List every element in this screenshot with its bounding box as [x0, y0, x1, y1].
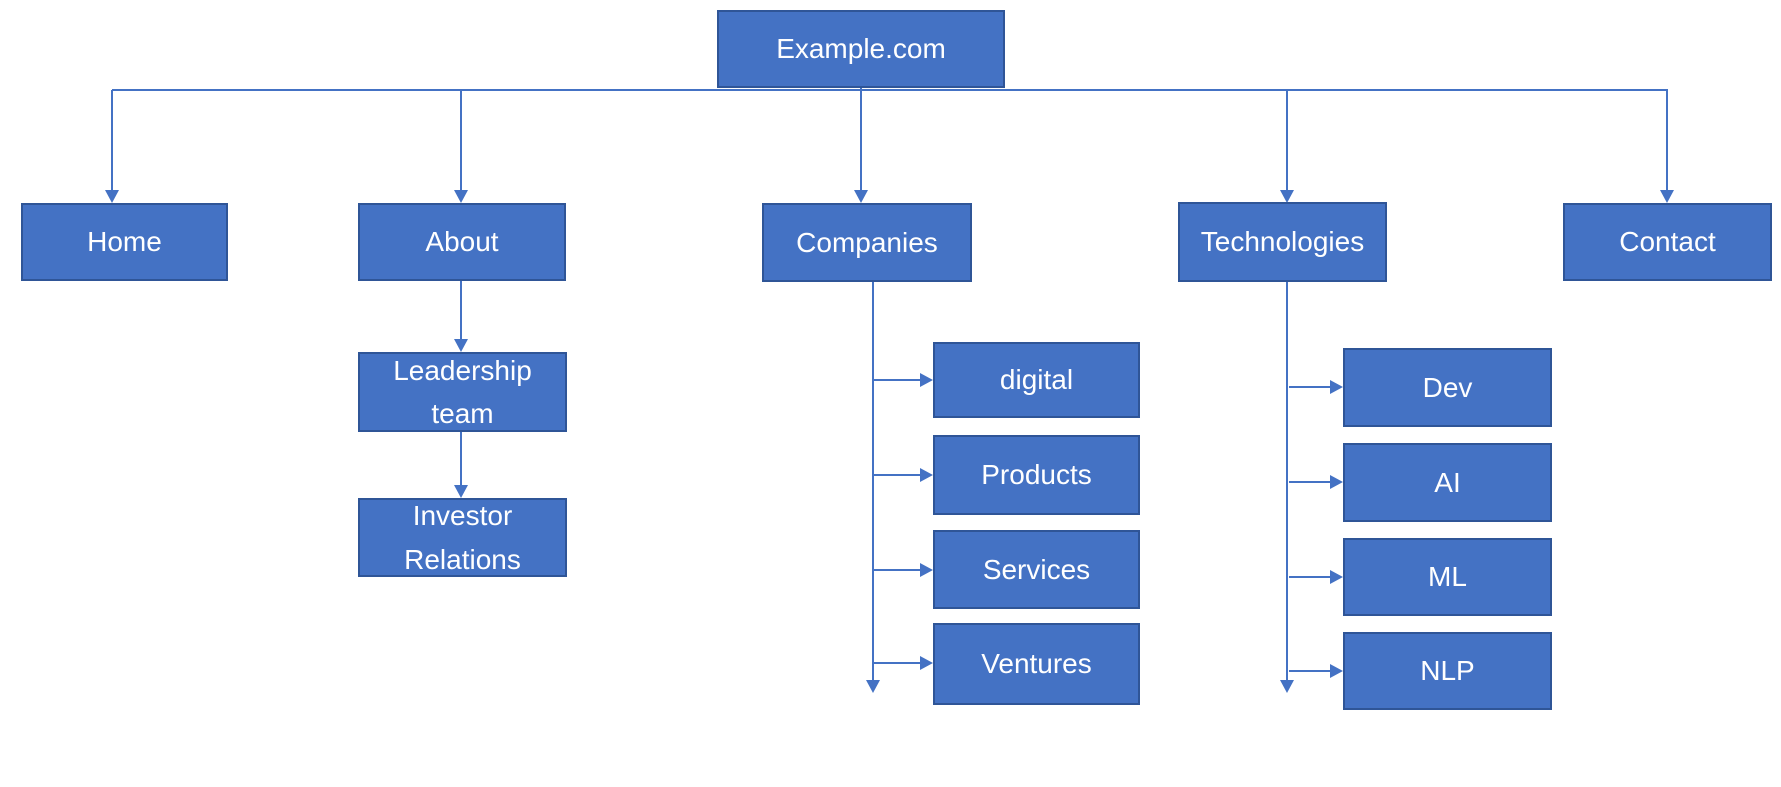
node-dev[interactable]: Dev: [1343, 348, 1552, 427]
node-label: Services: [982, 553, 1091, 585]
arrow-right-icon: [920, 373, 933, 387]
arrow-right-icon: [1330, 475, 1343, 489]
connector-companies-trunk: [872, 282, 874, 680]
node-label: Ventures: [981, 648, 1092, 680]
arrow-down-icon: [866, 680, 880, 693]
node-products[interactable]: Products: [933, 435, 1140, 515]
node-leadership-team[interactable]: Leadership team: [358, 352, 567, 432]
node-label: Dev: [1422, 371, 1473, 403]
connector-branch-ml: [1289, 576, 1330, 578]
node-label: Contact: [1619, 226, 1716, 258]
node-technologies[interactable]: Technologies: [1178, 202, 1387, 282]
node-label: NLP: [1420, 655, 1475, 687]
node-nlp[interactable]: NLP: [1343, 632, 1552, 710]
arrow-right-icon: [1330, 664, 1343, 678]
connector-branch-products: [874, 474, 920, 476]
connector-branch-ventures: [874, 662, 920, 664]
arrow-right-icon: [1330, 380, 1343, 394]
arrow-right-icon: [920, 656, 933, 670]
connector-drop-about: [460, 90, 462, 190]
arrow-down-icon: [1280, 680, 1294, 693]
node-companies[interactable]: Companies: [762, 203, 972, 282]
node-home[interactable]: Home: [21, 203, 228, 281]
node-label: ML: [1428, 561, 1467, 593]
connector-drop-home: [111, 90, 113, 190]
connector-branch-digital: [874, 379, 920, 381]
connector-drop-contact: [1666, 90, 1668, 190]
node-label: Companies: [796, 226, 938, 258]
node-digital[interactable]: digital: [933, 342, 1140, 418]
node-label: Home: [87, 226, 162, 258]
arrow-right-icon: [920, 468, 933, 482]
node-investor-relations[interactable]: Investor Relations: [358, 498, 567, 577]
node-ml[interactable]: ML: [1343, 538, 1552, 616]
connector-branch-nlp: [1289, 670, 1330, 672]
node-example-com[interactable]: Example.com: [717, 10, 1005, 88]
node-contact[interactable]: Contact: [1563, 203, 1772, 281]
node-label: digital: [999, 364, 1074, 396]
connector-top-distribution: [112, 89, 1668, 91]
arrow-down-icon: [1660, 190, 1674, 203]
node-about[interactable]: About: [358, 203, 566, 281]
arrow-right-icon: [1330, 570, 1343, 584]
connector-drop-technologies: [1286, 90, 1288, 190]
arrow-right-icon: [920, 563, 933, 577]
node-label: Investor Relations: [404, 500, 521, 575]
node-label: Technologies: [1200, 226, 1365, 258]
node-label: Leadership team: [393, 354, 532, 429]
node-ventures[interactable]: Ventures: [933, 623, 1140, 705]
arrow-down-icon: [1280, 190, 1294, 203]
connector-about-leadership: [460, 281, 462, 339]
arrow-down-icon: [105, 190, 119, 203]
connector-branch-services: [874, 569, 920, 571]
arrow-down-icon: [454, 339, 468, 352]
connector-root-stub: [860, 85, 862, 91]
connector-leadership-investor: [460, 432, 462, 485]
connector-drop-companies: [860, 90, 862, 190]
arrow-down-icon: [454, 190, 468, 203]
node-label: AI: [1434, 466, 1461, 498]
node-ai[interactable]: AI: [1343, 443, 1552, 522]
arrow-down-icon: [854, 190, 868, 203]
node-label: Example.com: [776, 33, 946, 65]
connector-branch-ai: [1289, 481, 1330, 483]
node-label: Products: [981, 459, 1092, 491]
node-label: About: [425, 226, 499, 258]
connector-branch-dev: [1289, 386, 1330, 388]
arrow-down-icon: [454, 485, 468, 498]
node-services[interactable]: Services: [933, 530, 1140, 609]
connector-technologies-trunk: [1286, 282, 1288, 680]
